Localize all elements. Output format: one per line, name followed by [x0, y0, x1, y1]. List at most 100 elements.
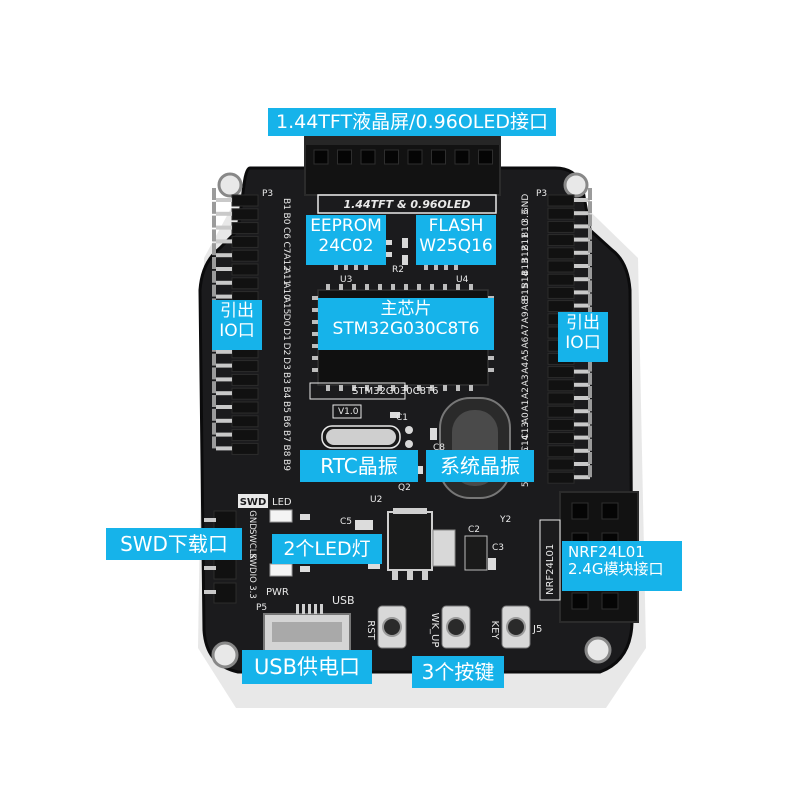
header-block: [547, 366, 575, 379]
header-pin-tip: [588, 425, 592, 438]
header-block: [547, 220, 575, 233]
pin-label: C6: [281, 227, 291, 239]
header-block: [231, 387, 259, 400]
header-block: [547, 405, 575, 418]
pin-label: B12: [521, 246, 531, 264]
ref-c8: C8: [433, 443, 445, 453]
header-pin-tip: [588, 386, 592, 398]
header-pin: [216, 377, 232, 382]
pin-label: B15: [521, 283, 531, 301]
pin-label: D2: [281, 343, 291, 356]
callout-nrf: NRF24L01 2.4G模块接口: [562, 541, 682, 591]
header-block: [231, 208, 259, 221]
callout-io-left: 引出 IO口: [212, 300, 262, 350]
usb-pins: [296, 604, 323, 614]
rtc-crystal: [321, 425, 413, 449]
header-block: [231, 373, 259, 386]
callout-eeprom: EEPROM 24C02: [306, 215, 386, 265]
header-pin: [574, 435, 590, 440]
mcu-pin: [365, 284, 369, 290]
callout-io-right-line2: IO口: [565, 332, 601, 353]
callout-buttons: 3个按键: [412, 656, 504, 688]
callout-flash: FLASH W25Q16: [416, 215, 496, 265]
mcu-pin: [378, 385, 382, 391]
pin-label: A3: [521, 374, 531, 386]
callout-rtc-text: RTC晶振: [320, 454, 398, 478]
header-pin: [216, 280, 232, 285]
pin-label: B14: [521, 271, 531, 289]
header-pin-tip: [588, 267, 592, 280]
header-pin: [216, 418, 232, 423]
tft-socket: [313, 149, 329, 165]
header-pin-tip: [212, 408, 216, 421]
callout-io-right: 引出 IO口: [558, 312, 608, 362]
header-block: [231, 429, 259, 442]
header-pin-tip: [212, 353, 216, 366]
header-pin: [574, 475, 590, 480]
pin-label: A1: [521, 400, 531, 412]
swd-header-block: [213, 558, 237, 580]
callout-tft-connector: 1.44TFT液晶屏/0.96OLED接口: [268, 108, 556, 136]
mounting-hole-top-right: [563, 172, 589, 198]
pin-label: B11: [521, 233, 531, 251]
pin-label: A12: [281, 253, 291, 271]
swd-pin-label: 3.3: [247, 585, 257, 599]
header-pin: [574, 303, 590, 308]
mcu-pin: [352, 284, 356, 290]
mcu-marking: STM32G030C8T6: [352, 386, 438, 397]
pin-label: A15: [281, 297, 291, 315]
header-pin: [574, 448, 590, 453]
mcu-pin: [312, 332, 318, 336]
ref-c2: C2: [468, 525, 480, 535]
header-pin-tip: [588, 227, 592, 240]
voltage-regulator: [387, 508, 433, 580]
pin-label: B13: [521, 258, 531, 276]
header-pin: [574, 462, 590, 466]
pin-label: D0: [281, 314, 291, 327]
pin-label: B9: [281, 459, 291, 471]
passives-top: [384, 238, 408, 265]
nrf-socket: [571, 502, 589, 520]
callout-leds: 2个LED灯: [272, 534, 382, 564]
header-block: [231, 235, 259, 248]
header-pin: [216, 391, 232, 396]
header-block: [231, 277, 259, 290]
header-pin: [216, 211, 232, 216]
mcu-pin: [391, 385, 395, 391]
swd-pin: [204, 590, 216, 594]
callout-buttons-text: 3个按键: [421, 660, 495, 684]
mcu-pin: [352, 385, 356, 391]
nrf-socket: [571, 592, 589, 610]
header-pin: [216, 253, 232, 258]
header-block: [231, 360, 259, 373]
mcu-pin: [326, 385, 330, 391]
mcu-pin: [312, 320, 318, 324]
pin-label: A8: [521, 299, 531, 311]
header-pin-tip: [588, 214, 592, 227]
left-pin-labels: B1B0C6C7A12A11A10A15D0D1D2D3B3B4B5B6B7B8…: [281, 198, 291, 471]
nrf-socket: [601, 502, 619, 520]
pin-label: B3: [281, 372, 291, 384]
ref-u4: U4: [456, 275, 469, 285]
header-pin: [574, 382, 590, 387]
header-block: [547, 471, 575, 484]
header-pin-tip: [588, 438, 592, 451]
header-pin-tip: [588, 201, 592, 214]
mcu-pin: [430, 385, 434, 391]
header-pin: [574, 224, 590, 229]
header-pin: [574, 396, 590, 400]
pin-label: 3.3: [521, 209, 531, 223]
callout-swd: SWD下载口: [106, 528, 242, 560]
pin-label: B7: [281, 430, 291, 442]
tft-socket: [360, 149, 376, 165]
ref-p5: P5: [256, 603, 267, 613]
ref-y2: Y2: [499, 515, 511, 525]
button-cap: [446, 617, 466, 637]
pin-label: B5: [281, 401, 291, 413]
header-pin-tip: [212, 422, 216, 435]
header-pin-tip: [212, 436, 216, 449]
header-block: [231, 401, 259, 414]
mcu-pin: [312, 308, 318, 312]
version-label: V1.0: [338, 407, 359, 417]
callout-usb-power: USB供电口: [242, 650, 372, 684]
